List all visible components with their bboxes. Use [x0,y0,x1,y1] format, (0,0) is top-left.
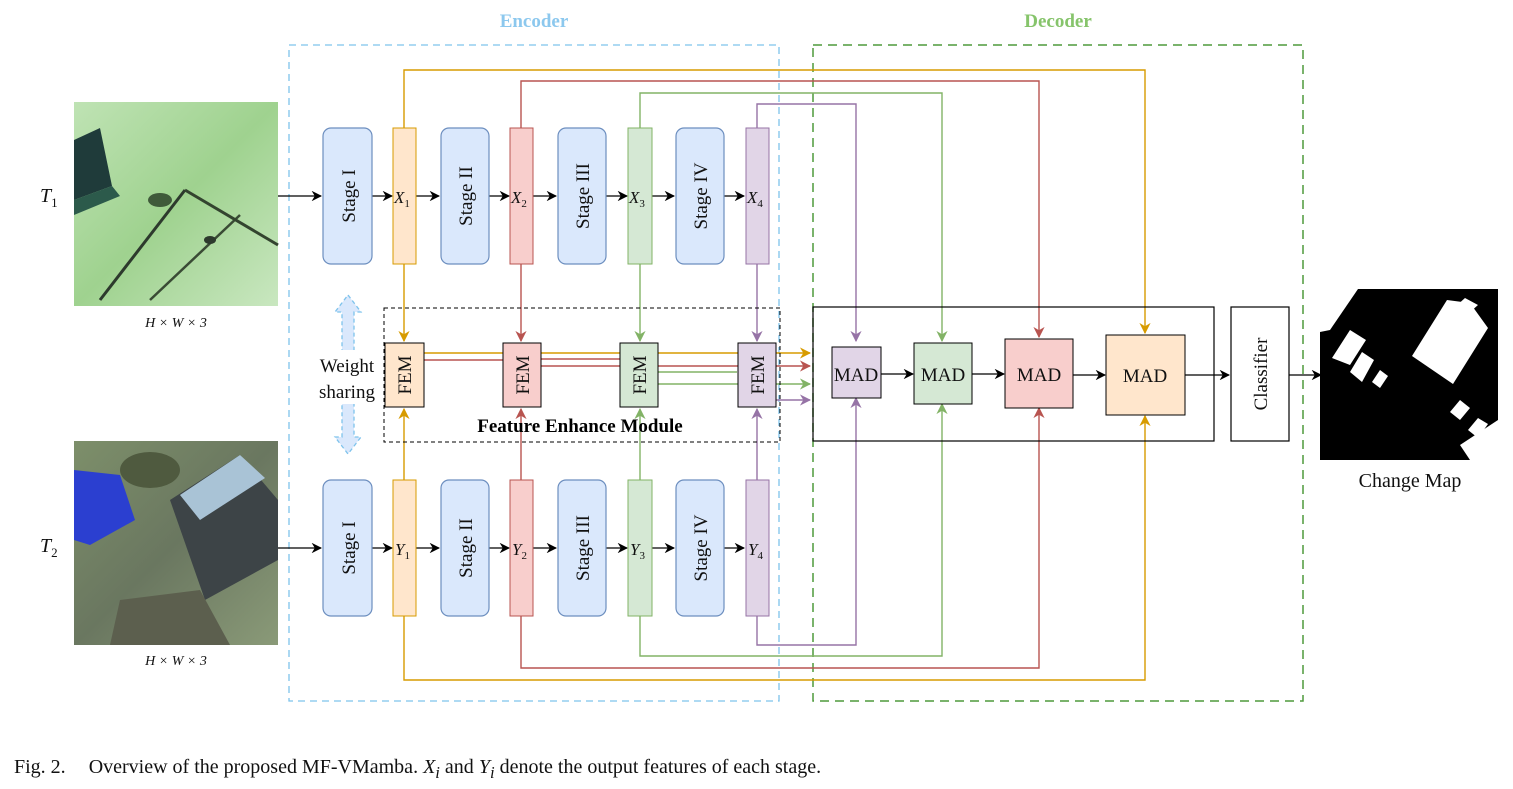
fem-module-title: Feature Enhance Module [477,416,682,437]
input-image-t2 [74,441,278,645]
svg-text:Y2: Y2 [512,540,527,562]
caption-y-letter: Y [478,756,490,778]
feature-x1 [392,127,417,265]
mad-chain-arrows [881,368,1323,381]
mad-4 [831,346,882,399]
mad-3 [913,342,973,405]
stage-2-bottom [440,479,490,617]
input-image-t1 [74,102,279,306]
classifier-label: Classifier [1251,337,1272,410]
t1-size-label: H × W × 3 [144,316,207,331]
svg-text:MAD: MAD [1123,366,1167,387]
feature-y1 [392,479,417,617]
fem-module-box [383,307,781,443]
classifier-box [1230,306,1290,442]
svg-text:Y4: Y4 [748,540,763,562]
fem-1 [384,342,425,408]
svg-text:Stage IV: Stage IV [691,162,712,229]
svg-text:FEM: FEM [630,355,651,394]
feature-y2 [509,479,534,617]
caption-x-sub: i [435,763,440,782]
svg-text:Stage II: Stage II [456,518,477,578]
fem-blocks: FEM FEM FEM FEM [384,342,777,408]
svg-text:MAD: MAD [834,365,878,386]
t2-size-label: H × W × 3 [144,654,207,669]
top-stream: Stage I Stage II Stage III Stage IV X1 X… [322,127,770,265]
encoder-label: Encoder [500,11,569,32]
feature-x4 [745,127,770,265]
feature-y3 [627,479,653,617]
stage-4-top [675,127,725,265]
figure-number: Fig. 2. [14,756,66,778]
figure-caption: Fig. 2. Overview of the proposed MF-VMam… [14,756,821,783]
weight-sharing-label-2: sharing [319,382,375,403]
stage-3-bottom [557,479,607,617]
svg-text:X3: X3 [628,188,645,210]
svg-text:Stage II: Stage II [456,166,477,226]
caption-text-after: denote the output features of each stage… [499,756,822,778]
stage-1-bottom [322,479,373,617]
svg-text:Stage III: Stage III [573,163,594,229]
stage-2-top [440,127,490,265]
decoder-box [812,306,1215,442]
t2-label: T2 [40,535,58,560]
feature-y4 [745,479,770,617]
fem-4 [737,342,777,408]
caption-and: and [444,756,474,778]
caption-x-letter: X [423,756,436,778]
stream-arrows [278,190,746,554]
svg-text:FEM: FEM [748,355,769,394]
change-map-image [1320,289,1498,460]
svg-text:X4: X4 [746,188,763,210]
fem-2 [502,342,542,408]
svg-text:MAD: MAD [921,365,965,386]
svg-text:MAD: MAD [1017,365,1061,386]
svg-text:FEM: FEM [395,355,416,394]
stage-4-bottom [675,479,725,617]
svg-text:Stage IV: Stage IV [691,514,712,581]
bottom-stream: Stage I Stage II Stage III Stage IV Y1 Y… [322,479,770,617]
svg-text:Y3: Y3 [630,540,645,562]
t1-label: T1 [40,185,58,210]
decoder-region [812,44,1304,702]
svg-text:X1: X1 [393,188,410,210]
svg-text:Stage I: Stage I [339,521,360,574]
caption-text-before: Overview of the proposed MF-VMamba. [88,756,419,778]
svg-text:Stage I: Stage I [339,169,360,222]
svg-text:X2: X2 [510,188,527,210]
encoder-region [288,44,780,702]
mad-blocks: MAD MAD MAD MAD [831,334,1186,416]
svg-text:Stage III: Stage III [573,515,594,581]
svg-text:FEM: FEM [513,355,534,394]
decoder-label: Decoder [1024,11,1092,32]
stage-3-top [557,127,607,265]
mad-1 [1105,334,1186,416]
mad-2 [1004,338,1074,409]
feature-x2 [509,127,534,265]
weight-sharing-label-1: Weight [320,356,375,377]
caption-y-sub: i [489,763,495,782]
change-map-label: Change Map [1359,470,1462,492]
stage-1-top [322,127,373,265]
feature-x3 [627,127,653,265]
svg-text:Y1: Y1 [395,540,410,562]
fem-3 [619,342,659,408]
